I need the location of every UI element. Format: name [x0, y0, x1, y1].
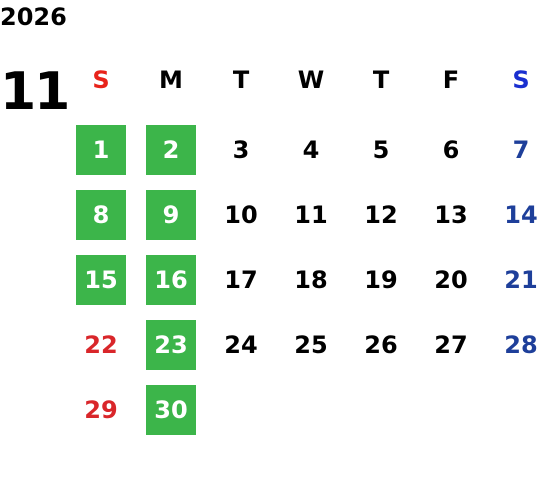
- weekday-header-thu: T: [372, 66, 390, 94]
- weekday-header-wed: W: [297, 66, 325, 94]
- day-cell-24[interactable]: 24: [224, 331, 258, 359]
- day-cell-20[interactable]: 20: [434, 266, 468, 294]
- day-cell-18[interactable]: 18: [294, 266, 328, 294]
- year-label: 2026: [0, 3, 67, 31]
- weekday-header-sat: S: [512, 66, 530, 94]
- weekday-header-sun: S: [92, 66, 110, 94]
- day-cell-23[interactable]: 23: [146, 320, 196, 370]
- day-cell-21[interactable]: 21: [504, 266, 538, 294]
- day-cell-14[interactable]: 14: [504, 201, 538, 229]
- day-cell-10[interactable]: 10: [224, 201, 258, 229]
- day-cell-27[interactable]: 27: [434, 331, 468, 359]
- day-cell-7[interactable]: 7: [512, 136, 530, 164]
- weekday-header-mon: M: [159, 66, 183, 94]
- day-cell-29[interactable]: 29: [84, 396, 118, 424]
- day-cell-12[interactable]: 12: [364, 201, 398, 229]
- day-cell-1[interactable]: 1: [76, 125, 126, 175]
- day-cell-6[interactable]: 6: [442, 136, 460, 164]
- day-cell-30[interactable]: 30: [146, 385, 196, 435]
- weekday-header-fri: F: [442, 66, 460, 94]
- day-cell-9[interactable]: 9: [146, 190, 196, 240]
- weekday-header-tue: T: [232, 66, 250, 94]
- day-cell-5[interactable]: 5: [372, 136, 390, 164]
- day-cell-22[interactable]: 22: [84, 331, 118, 359]
- day-cell-19[interactable]: 19: [364, 266, 398, 294]
- day-cell-17[interactable]: 17: [224, 266, 258, 294]
- day-cell-13[interactable]: 13: [434, 201, 468, 229]
- day-cell-25[interactable]: 25: [294, 331, 328, 359]
- day-cell-15[interactable]: 15: [76, 255, 126, 305]
- day-cell-8[interactable]: 8: [76, 190, 126, 240]
- month-number: 11: [0, 62, 70, 122]
- day-cell-28[interactable]: 28: [504, 331, 538, 359]
- day-cell-26[interactable]: 26: [364, 331, 398, 359]
- day-cell-4[interactable]: 4: [302, 136, 320, 164]
- day-cell-11[interactable]: 11: [294, 201, 328, 229]
- day-cell-3[interactable]: 3: [232, 136, 250, 164]
- day-cell-16[interactable]: 16: [146, 255, 196, 305]
- day-cell-2[interactable]: 2: [146, 125, 196, 175]
